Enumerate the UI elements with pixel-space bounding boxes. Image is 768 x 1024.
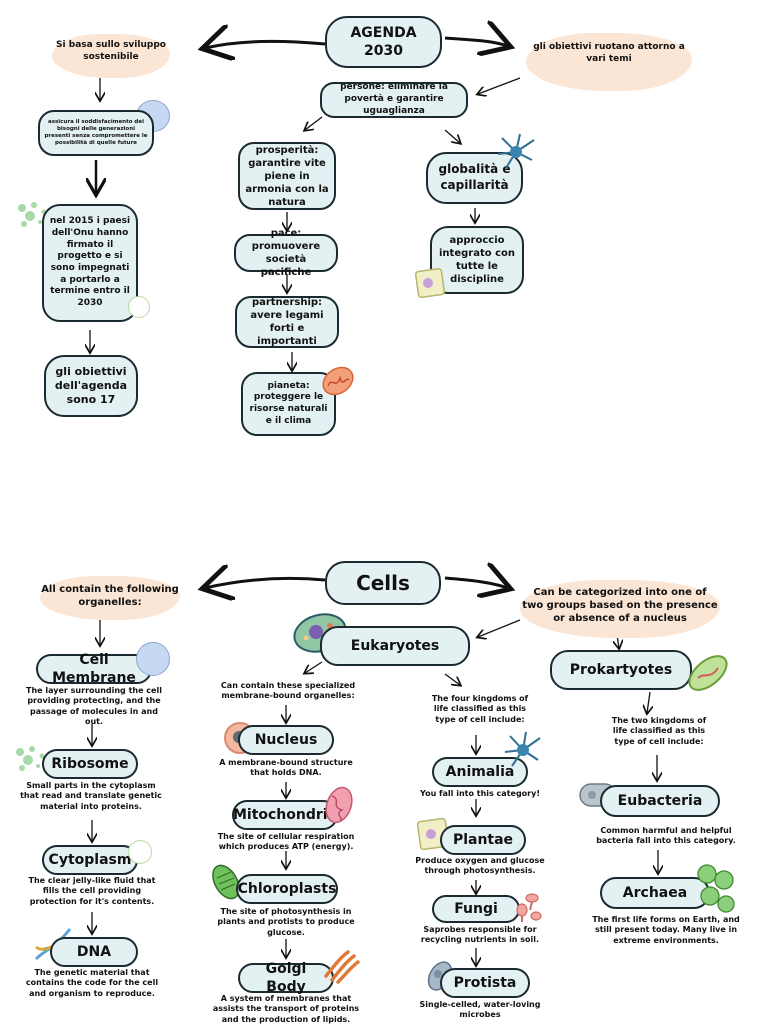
cells-left-note: All contain the following organelles: [41, 584, 179, 608]
cell-membrane-desc: The layer surrounding the cell providing… [26, 686, 162, 727]
agenda-right-note: gli obiettivi ruotano attorno a vari tem… [533, 42, 685, 64]
mitochondria-box: Mitochondria [232, 800, 338, 830]
dna-box: DNA [50, 937, 138, 967]
mitochondria-icon [318, 362, 358, 400]
eukaryotes-box: Eukaryotes [320, 626, 470, 666]
cytoplasm-box: Cytoplasm [42, 845, 138, 875]
agenda-prosperita: prosperità: garantire vite piene in armo… [238, 142, 336, 210]
bubble-icon [136, 642, 170, 676]
chloroplasts-box: Chloroplasts [236, 874, 338, 904]
protista-box: Protista [440, 968, 530, 998]
prokaryote-kingdoms-intro: The two kingdoms of life classified as t… [611, 716, 707, 746]
chloroplast-icon [208, 862, 244, 902]
nucleus-desc: A membrane-bound structure that holds DN… [219, 758, 353, 778]
note-blob [52, 34, 170, 78]
organelles-intro: Can contain these specialized membrane-b… [220, 681, 356, 701]
circle-icon [128, 296, 150, 318]
chloroplasts-desc: The site of photosynthesis in plants and… [217, 907, 355, 937]
agenda-persone: persone: eliminare la povertà e garantir… [320, 82, 468, 118]
cell-membrane-box: Cell Membrane [36, 652, 152, 686]
neuron-icon [494, 132, 538, 172]
note-blob [40, 576, 180, 620]
agenda-left-note: Si basa sullo sviluppo sostenibile [56, 40, 166, 62]
agenda-approccio: approccio integrato con tutte le discipl… [430, 226, 524, 294]
protista-desc: Single-celled, water-loving microbes [419, 1000, 541, 1020]
prokaryotes-box: Prokartyotes [550, 650, 692, 690]
dna-desc: The genetic material that contains the c… [25, 968, 159, 998]
archaea-desc: The first life forms on Earth, and still… [592, 915, 740, 945]
mitochondria-icon [322, 784, 356, 826]
agenda-pianeta: pianeta: proteggere le risorse naturali … [241, 372, 336, 436]
dots-icon [14, 744, 52, 774]
eukaryote-kingdoms-intro: The four kingdoms of life classified as … [431, 694, 529, 724]
animalia-box: Animalia [432, 757, 528, 787]
dots-icon [16, 200, 54, 230]
animalia-desc: You fall into this category! [420, 789, 540, 798]
note-blob [520, 580, 720, 638]
agenda-history: nel 2015 i paesi dell'Onu hanno firmato … [42, 204, 138, 322]
agenda-goals: gli obiettivi dell'agenda sono 17 [44, 355, 138, 417]
cells-title: Cells [325, 561, 441, 605]
nucleus-box: Nucleus [238, 725, 334, 755]
ribosome-desc: Small parts in the cytoplasm that read a… [20, 781, 162, 811]
ribosome-box: Ribosome [42, 749, 138, 779]
golgi-icon [320, 946, 360, 984]
circle-icon [128, 840, 152, 864]
agenda-globalita: globalità e capillarità [426, 152, 523, 204]
eubacteria-box: Eubacteria [600, 785, 720, 817]
golgi-body-desc: A system of membranes that assists the t… [212, 994, 360, 1024]
neuron-icon [502, 730, 544, 770]
plantae-desc: Produce oxygen and glucose through photo… [415, 856, 545, 876]
fungi-box: Fungi [432, 895, 520, 923]
fungi-desc: Saprobes responsible for recycling nutri… [420, 925, 540, 945]
archaea-box: Archaea [600, 877, 710, 909]
note-blob [526, 33, 692, 91]
plantae-box: Plantae [440, 825, 526, 855]
cytoplasm-desc: The clear jelly-like fluid that fills th… [28, 876, 156, 906]
agenda-pace: pace: promuovere società pacifiche [234, 228, 338, 278]
agenda-definition: assicura il soddisfacimento dei bisogni … [38, 110, 154, 156]
bacteria-icon [684, 650, 732, 696]
cells-right-note: Can be categorized into one of two group… [522, 587, 718, 624]
plant-cell-icon [414, 266, 446, 300]
agenda-title: AGENDA 2030 [325, 16, 442, 68]
fungi-icon [510, 890, 544, 926]
archaea-icon [694, 862, 736, 916]
mitochondria-desc: The site of cellular respiration which p… [217, 832, 355, 852]
golgi-body-box: Golgi Body [238, 961, 334, 995]
eubacteria-desc: Common harmful and helpful bacteria fall… [596, 826, 736, 846]
agenda-partnership: partnership: avere legami forti e import… [235, 296, 339, 348]
